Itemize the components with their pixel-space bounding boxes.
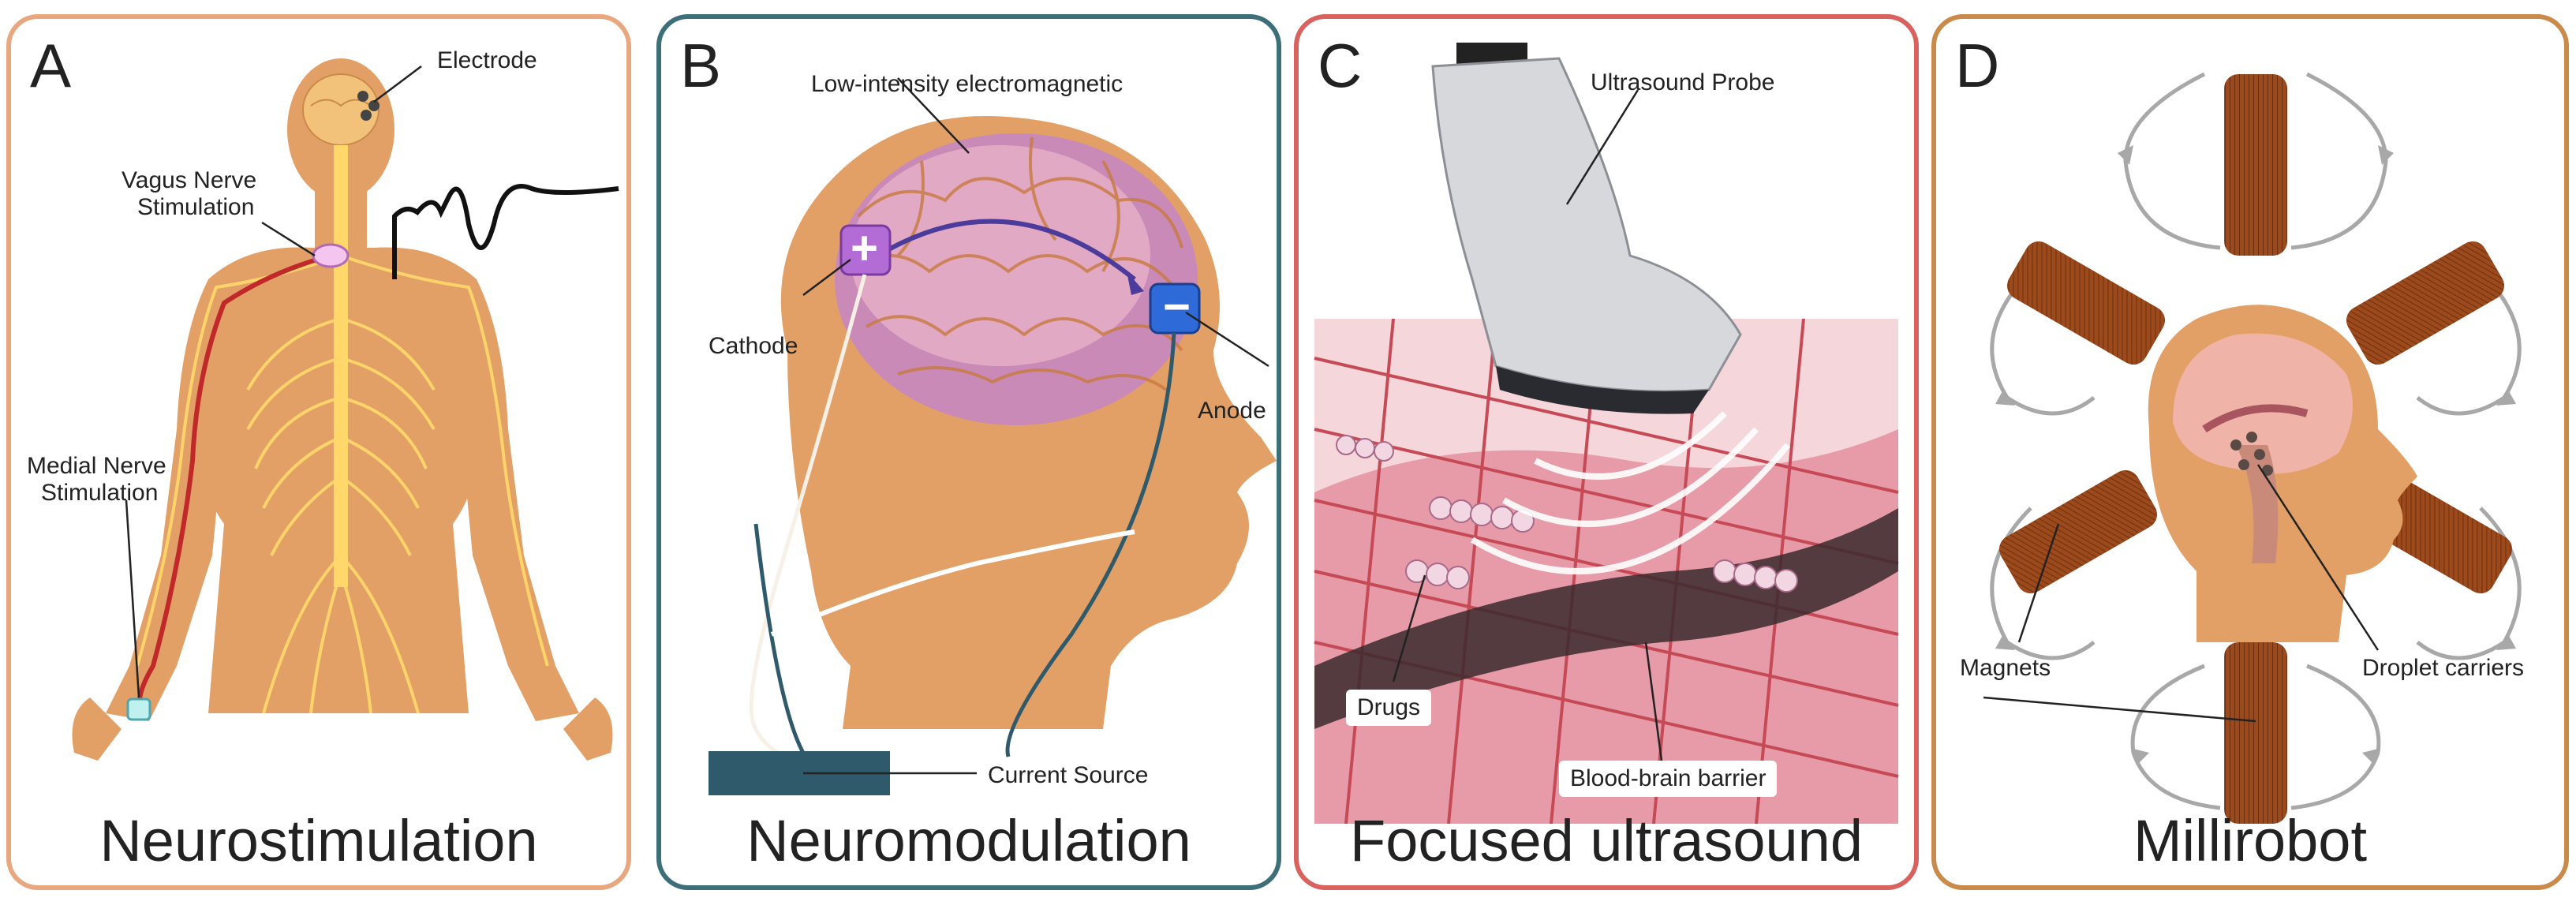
label-blood-brain-barrier: Blood-brain barrier [1559,761,1778,797]
label-current-source: Current Source [977,757,1160,794]
panel-letter-b: B [680,31,722,100]
panel-letter-c: C [1318,31,1363,100]
panel-neurostimulation: A Electrode Vagus Nerve Stimulation Medi… [6,14,631,890]
label-magnets: Magnets [1960,655,2051,681]
focused-ultrasound-illustration [1314,43,1899,825]
panel-neuromodulation: B Low-intensity electromagnetic + − Cath… [656,14,1281,890]
label-cathode: Cathode [708,333,798,359]
label-medial-nerve-line2: Stimulation [41,480,159,506]
panel-title-neurostimulation: Neurostimulation [99,808,538,873]
panel-focused-ultrasound: C Ultrasound Probe Drugs Blood-brain bar… [1294,14,1919,890]
label-vagus-nerve-line2: Stimulation [137,194,255,220]
panel-letter-d: D [1955,31,2000,100]
label-medial-nerve-line1: Medial Nerve [27,453,166,479]
panel-title-neuromodulation: Neuromodulation [746,808,1191,873]
anode-minus-symbol: − [1163,280,1191,333]
label-vagus-nerve-line1: Vagus Nerve [122,167,257,193]
panel-letter-a: A [30,31,72,100]
label-ultrasound-probe: Ultrasound Probe [1591,69,1775,95]
panel-title-focused-ultrasound: Focused ultrasound [1350,808,1863,873]
millirobot-illustration [1983,72,2522,824]
cathode-plus-symbol: + [851,222,879,275]
label-drugs: Drugs [1346,690,1432,726]
panel-title-millirobot: Millirobot [2133,808,2368,873]
panel-millirobot: D Magnets Droplet carriers Millirobot [1931,14,2569,890]
label-low-intensity-electromagnetic: Low-intensity electromagnetic [811,71,1123,97]
label-droplet-carriers: Droplet carriers [2362,655,2525,681]
label-electrode: Electrode [437,47,537,73]
label-anode: Anode [1198,398,1266,424]
neuromodulation-illustration [708,77,1277,795]
neurostimulation-illustration [72,58,619,761]
